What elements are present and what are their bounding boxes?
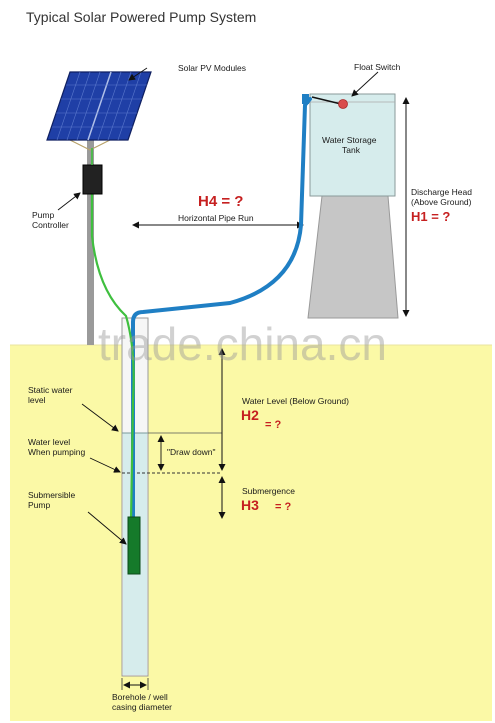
tank-label-line1: Water Storage <box>322 135 377 145</box>
h4-label: H4 = ? <box>198 193 243 210</box>
pump-controller-leader <box>57 192 81 211</box>
h1-label: H1 = ? <box>411 209 450 224</box>
pumping-level-label-line2: When pumping <box>28 447 85 457</box>
water-level-below-label: Water Level (Below Ground) <box>242 396 349 406</box>
float-switch-arm <box>311 96 342 105</box>
pump-controller-label-line2: Controller <box>32 220 69 230</box>
submersible-label-line2: Pump <box>28 500 50 510</box>
tank-label-line2: Tank <box>342 145 361 155</box>
h2-name: H2 <box>241 407 259 423</box>
float-switch-leader <box>351 71 379 97</box>
solar-modules-leader <box>128 67 148 81</box>
watermark: trade.china.cn <box>98 318 387 370</box>
float-switch-label: Float Switch <box>354 62 401 72</box>
mounting-pole <box>87 140 94 345</box>
water-pipe <box>131 97 312 523</box>
static-level-label-line2: level <box>28 395 46 405</box>
static-level-label-line1: Static water <box>28 385 73 395</box>
pumping-level-leader <box>89 457 121 473</box>
tank-stand <box>307 195 399 319</box>
power-cable <box>90 190 135 522</box>
water-storage-tank <box>309 93 396 197</box>
h2-value: = ? <box>265 419 281 431</box>
borehole-label-line1: Borehole / well <box>112 692 168 702</box>
discharge-head-label-line2: (Above Ground) <box>411 197 472 207</box>
borehole-label-line2: casing diameter <box>112 702 172 712</box>
pump-controller <box>82 164 103 195</box>
float-switch <box>338 99 348 109</box>
static-level-leader <box>81 403 119 432</box>
pipe-outlet <box>302 94 309 104</box>
submersible-pump <box>127 516 141 575</box>
submersible-label-line1: Submersible <box>28 490 76 500</box>
panel-bracket <box>69 139 111 151</box>
solar-modules-label: Solar PV Modules <box>178 63 246 73</box>
draw-down-label: "Draw down" <box>167 447 216 457</box>
pumping-level-label-line1: Water level <box>28 437 70 447</box>
discharge-head-label-line1: Discharge Head <box>411 187 472 197</box>
h3-value: = ? <box>275 501 291 513</box>
ground-area <box>10 345 492 721</box>
h3-name: H3 <box>241 497 259 513</box>
submergence-label: Submergence <box>242 486 295 496</box>
solar-pv-modules <box>46 71 152 141</box>
pump-controller-label-line1: Pump <box>32 210 54 220</box>
pump-leader <box>87 511 127 545</box>
diagram-title: Typical Solar Powered Pump System <box>26 9 256 25</box>
horizontal-pipe-run-label: Horizontal Pipe Run <box>178 213 254 223</box>
